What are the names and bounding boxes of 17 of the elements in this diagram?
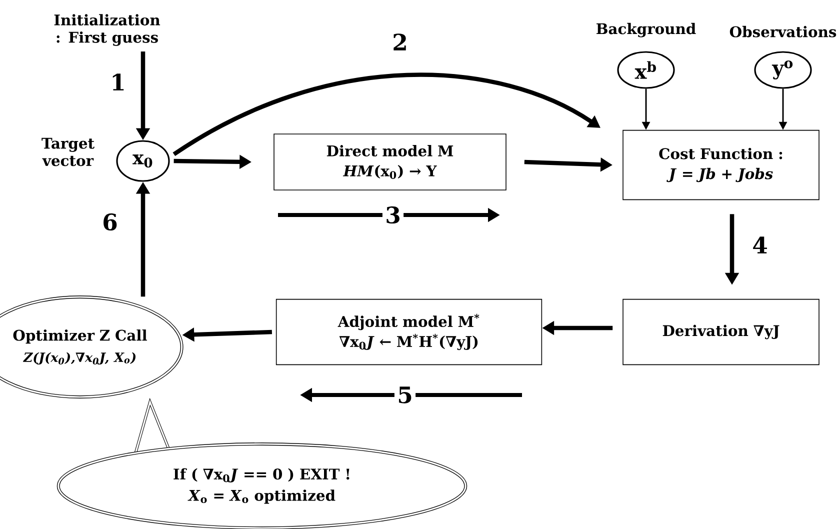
side-label: Target vector — [42, 138, 94, 166]
caption-text: Initialization : First guess — [54, 14, 160, 46]
process-box: Cost Function : J = Jb + Jobs — [622, 130, 820, 200]
process-box: Derivation ∇yJ — [622, 298, 820, 366]
heading-text: Background — [596, 22, 696, 38]
heading-text: Observations — [730, 26, 836, 38]
step-number: 3 — [382, 204, 404, 226]
process-box: Direct model M HM(x$_{0}$) → Y — [274, 134, 506, 190]
step-number: 1 — [107, 70, 129, 94]
step-number: 5 — [394, 384, 416, 406]
step-number: 4 — [749, 234, 771, 256]
step-number: 6 — [99, 210, 121, 234]
node-label: If ( ∇x$_{0}$J == 0 ) EXIT ! — [174, 468, 350, 482]
process-box: Adjoint model M$^{*}$ ∇x$_{0}$J ← M$^{*}$H$^{*}$(∇yJ) — [276, 298, 542, 366]
callout-bubble: If ( ∇x$_{0}$J == 0 ) EXIT ! X$_{o}$ = X$_{o}$ optimized — [56, 442, 468, 529]
node-label: X$_{o}$ = X$_{o}$ optimized — [188, 490, 336, 504]
step-number: 2 — [389, 30, 411, 54]
